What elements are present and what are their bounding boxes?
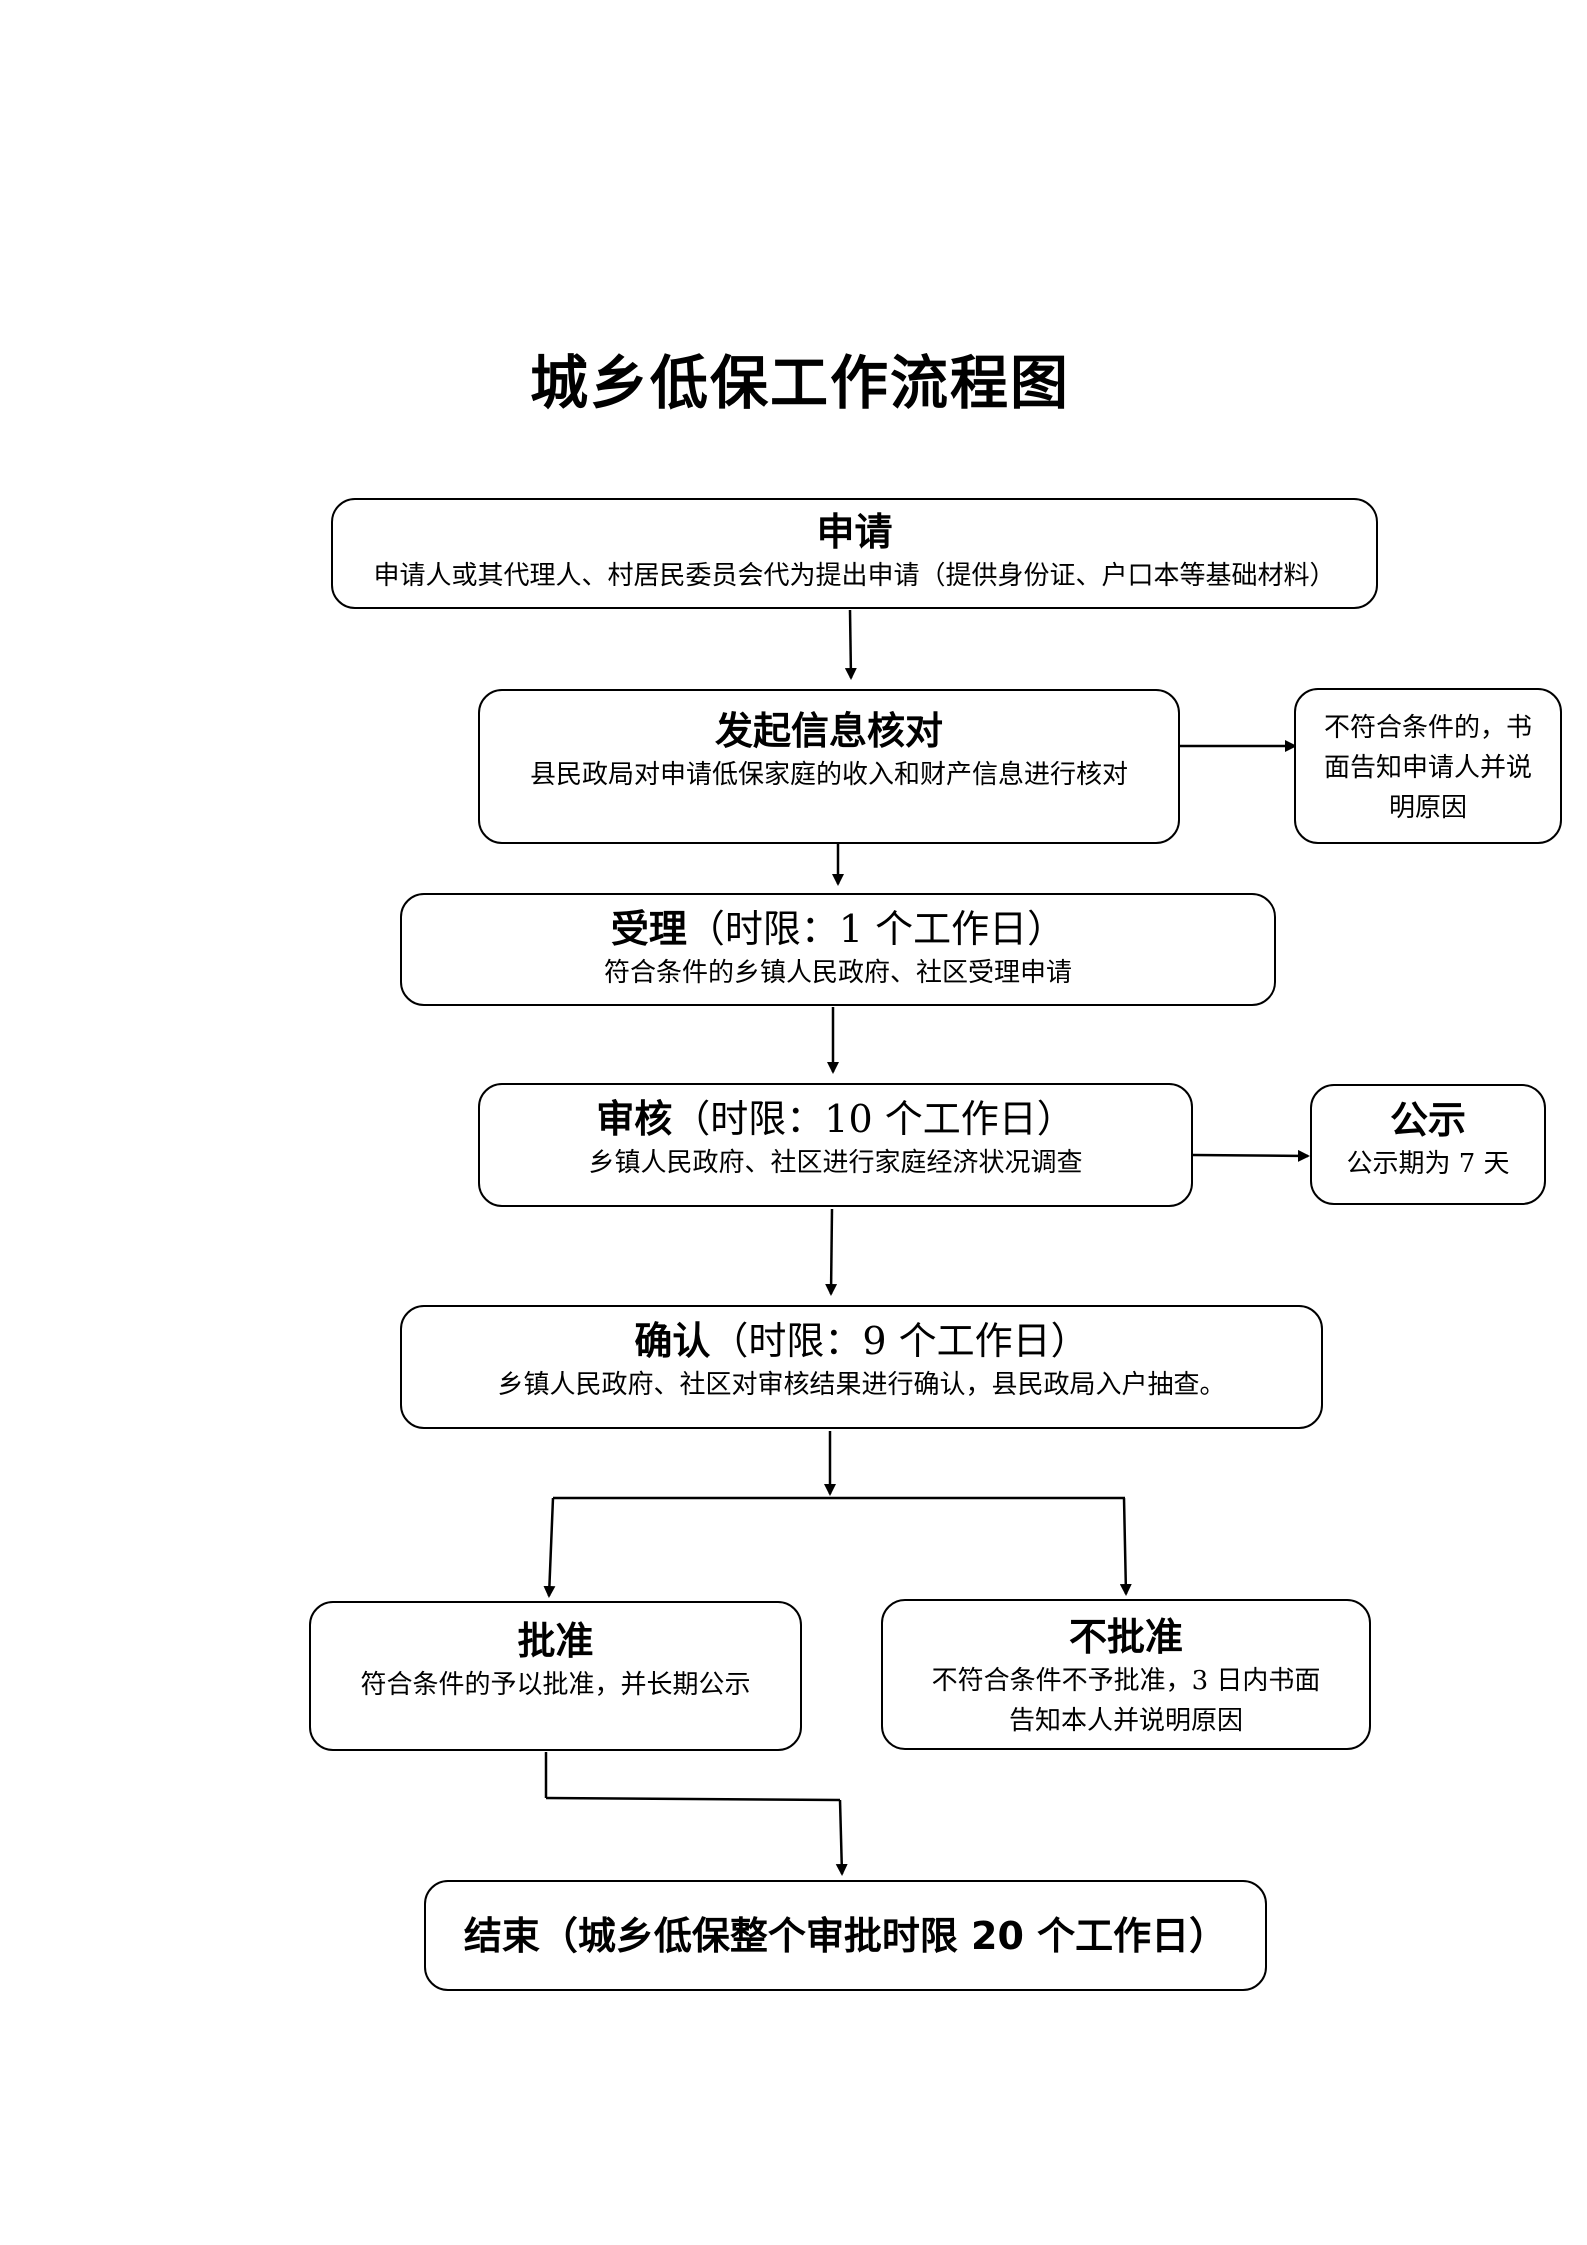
arrow-review-to-publicize xyxy=(1192,1149,1310,1162)
step-confirm-heading-bold: 确认 xyxy=(634,1319,711,1363)
arrow-review-to-confirm xyxy=(825,1208,838,1296)
step-end: 结束（城乡低保整个审批时限 20 个工作日） xyxy=(424,1880,1267,1991)
step-end-heading: 结束（城乡低保整个审批时限 20 个工作日） xyxy=(463,1914,1228,1958)
step-accept-heading: 受理（时限：1 个工作日） xyxy=(402,905,1274,953)
step-review: 审核（时限：10 个工作日） 乡镇人民政府、社区进行家庭经济状况调查 xyxy=(478,1083,1193,1207)
step-approve-desc: 符合条件的予以批准，并长期公示 xyxy=(360,1670,751,1700)
step-apply: 申请 申请人或其代理人、村居民委员会代为提出申请（提供身份证、户口本等基础材料） xyxy=(331,498,1378,609)
step-reject-desc: 不符合条件不予批准，3 日内书面告知本人并说明原因 xyxy=(931,1666,1321,1736)
step-apply-heading: 申请 xyxy=(816,510,893,554)
step-accept-heading-bold: 受理 xyxy=(610,907,687,951)
step-publicize: 公示 公示期为 7 天 xyxy=(1310,1084,1546,1205)
step-verify-heading: 发起信息核对 xyxy=(714,709,943,753)
arrow-branch-to-reject xyxy=(1119,1497,1132,1596)
approve-to-end-horizontal xyxy=(545,1796,841,1802)
step-accept: 受理（时限：1 个工作日） 符合条件的乡镇人民政府、社区受理申请 xyxy=(400,893,1276,1006)
step-review-heading: 审核（时限：10 个工作日） xyxy=(480,1095,1191,1143)
page-title: 城乡低保工作流程图 xyxy=(530,349,1071,417)
step-approve-heading: 批准 xyxy=(517,1619,594,1663)
step-reject-heading: 不批准 xyxy=(1068,1615,1183,1659)
step-review-desc: 乡镇人民政府、社区进行家庭经济状况调查 xyxy=(588,1148,1083,1178)
step-publicize-heading: 公示 xyxy=(1389,1098,1466,1142)
step-accept-heading-rest: （时限：1 个工作日） xyxy=(686,907,1066,951)
arrow-branch-to-approve xyxy=(543,1497,556,1598)
step-confirm-desc: 乡镇人民政府、社区对审核结果进行确认，县民政局入户抽查。 xyxy=(497,1370,1226,1400)
step-reject: 不批准 不符合条件不予批准，3 日内书面告知本人并说明原因 xyxy=(881,1599,1371,1750)
step-approve: 批准 符合条件的予以批准，并长期公示 xyxy=(309,1601,802,1751)
step-publicize-desc: 公示期为 7 天 xyxy=(1346,1149,1510,1179)
step-confirm-heading-rest: （时限：9 个工作日） xyxy=(710,1319,1089,1363)
step-verify: 发起信息核对 县民政局对申请低保家庭的收入和财产信息进行核对 xyxy=(478,689,1180,844)
step-review-heading-bold: 审核 xyxy=(596,1097,673,1141)
step-apply-desc: 申请人或其代理人、村居民委员会代为提出申请（提供身份证、户口本等基础材料） xyxy=(373,561,1336,591)
step-confirm-heading: 确认（时限：9 个工作日） xyxy=(402,1317,1321,1365)
step-notify-desc: 不符合条件的，书面告知申请人并说明原因 xyxy=(1323,713,1532,823)
step-verify-desc: 县民政局对申请低保家庭的收入和财产信息进行核对 xyxy=(529,760,1128,790)
arrow-to-end xyxy=(835,1799,848,1876)
arrow-apply-to-verify xyxy=(844,609,857,680)
step-review-heading-rest: （时限：10 个工作日） xyxy=(672,1097,1075,1141)
step-accept-desc: 符合条件的乡镇人民政府、社区受理申请 xyxy=(603,958,1072,988)
step-confirm: 确认（时限：9 个工作日） 乡镇人民政府、社区对审核结果进行确认，县民政局入户抽… xyxy=(400,1305,1323,1429)
step-notify: 不符合条件的，书面告知申请人并说明原因 xyxy=(1294,688,1562,844)
